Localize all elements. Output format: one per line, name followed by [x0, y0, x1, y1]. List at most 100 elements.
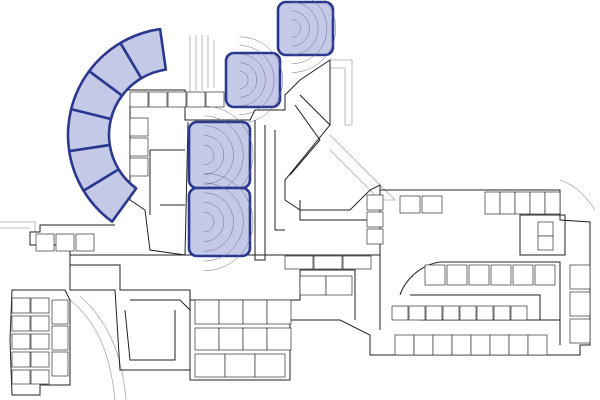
room: [218, 327, 244, 351]
room: [167, 91, 187, 108]
room: [413, 334, 434, 356]
room: [30, 297, 50, 314]
room: [366, 194, 384, 211]
contour-line: [204, 144, 215, 166]
room: [366, 228, 384, 245]
room: [342, 255, 372, 270]
room: [30, 351, 50, 368]
room: [527, 334, 548, 356]
room: [470, 334, 491, 356]
room: [484, 191, 501, 215]
room: [399, 195, 421, 214]
room: [35, 233, 55, 252]
room: [194, 353, 226, 378]
rounded-room[interactable]: [224, 51, 282, 109]
room: [493, 305, 511, 321]
highlighted-spaces[interactable]: [66, 0, 336, 272]
contour-line: [204, 192, 234, 252]
room: [242, 327, 268, 351]
exterior-outlines: [0, 35, 596, 400]
room: [51, 299, 69, 325]
room: [569, 264, 591, 290]
room: [129, 157, 149, 177]
room: [459, 305, 477, 321]
contour-line: [204, 182, 244, 262]
contour-line: [291, 0, 336, 73]
room: [194, 327, 220, 351]
room: [468, 264, 490, 286]
curved-room[interactable]: [119, 27, 168, 80]
room: [325, 275, 353, 296]
contour-line: [239, 45, 275, 115]
room: [366, 211, 384, 228]
room: [313, 255, 343, 270]
room: [489, 334, 510, 356]
room: [425, 305, 443, 321]
room: [510, 305, 528, 321]
room: [11, 333, 31, 350]
contour-line: [291, 10, 310, 47]
contour-line: [239, 62, 258, 98]
room: [490, 264, 512, 286]
contour-line: [204, 202, 224, 242]
room: [508, 334, 529, 356]
rounded-room[interactable]: [276, 0, 335, 57]
room: [514, 191, 531, 215]
room: [446, 264, 468, 286]
room: [242, 299, 268, 325]
room: [129, 91, 149, 108]
room: [11, 297, 31, 314]
rounded-room[interactable]: [187, 120, 252, 190]
room: [194, 299, 220, 325]
room: [451, 334, 472, 356]
room: [569, 291, 591, 317]
room: [30, 315, 50, 332]
room: [299, 275, 327, 296]
room: [30, 369, 50, 385]
room: [537, 221, 554, 237]
room: [391, 305, 409, 321]
room: [284, 255, 314, 270]
contour-line: [291, 1, 319, 56]
room: [544, 191, 561, 215]
contour-line: [239, 36, 283, 124]
room: [51, 325, 69, 351]
contour-line: [291, 0, 328, 64]
contour-line: [204, 125, 234, 185]
contour-line: [204, 135, 224, 175]
room: [148, 91, 168, 108]
room: [512, 264, 534, 286]
room: [408, 305, 426, 321]
contour-line: [291, 19, 301, 38]
building-walls: [9, 59, 591, 396]
room: [11, 369, 31, 385]
room: [432, 334, 453, 356]
room: [537, 235, 554, 251]
contour-line: [204, 211, 215, 233]
room: [205, 91, 225, 108]
room: [424, 264, 446, 286]
rooms: [11, 91, 591, 385]
room: [129, 137, 149, 157]
contour-line: [239, 53, 266, 107]
room: [51, 351, 69, 377]
room: [266, 299, 292, 325]
room: [224, 353, 256, 378]
room: [218, 299, 244, 325]
room: [442, 305, 460, 321]
room: [186, 91, 206, 108]
contour-line: [204, 172, 254, 272]
room: [11, 315, 31, 332]
room: [476, 305, 494, 321]
room: [11, 351, 31, 368]
room: [129, 117, 149, 137]
room: [421, 195, 443, 214]
room: [394, 334, 415, 356]
room: [569, 318, 591, 344]
rounded-room[interactable]: [187, 186, 252, 258]
room: [55, 233, 75, 252]
room: [534, 264, 556, 286]
room: [30, 333, 50, 350]
room: [529, 191, 546, 215]
room: [75, 233, 95, 252]
